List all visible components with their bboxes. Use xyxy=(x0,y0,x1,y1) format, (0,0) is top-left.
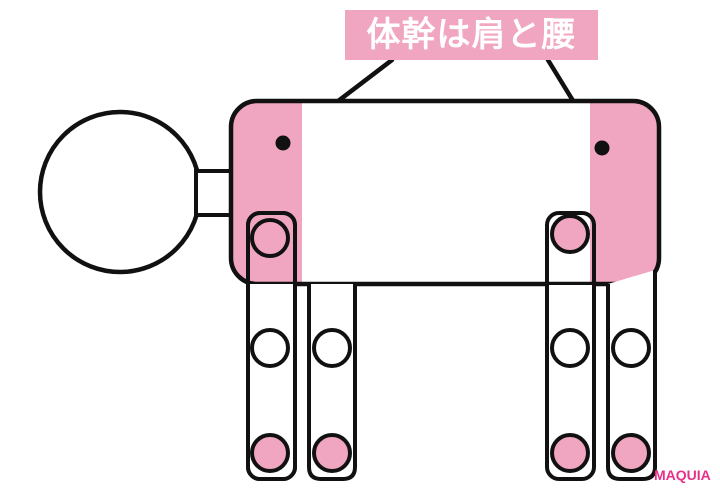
joint-white xyxy=(312,328,352,368)
joint-white xyxy=(611,328,651,368)
title-label: 体幹は肩と腰 xyxy=(345,10,598,60)
joint-pink xyxy=(550,214,590,254)
hip-zone xyxy=(590,101,659,284)
leg-front-inner xyxy=(307,284,357,481)
leg-rear-outer xyxy=(606,270,657,481)
head-circle xyxy=(37,109,203,275)
joint-pink xyxy=(250,433,290,473)
hip-marker xyxy=(594,140,610,156)
neck xyxy=(194,169,236,217)
title-text: 体幹は肩と腰 xyxy=(366,15,577,55)
leg-front-outer xyxy=(246,211,297,481)
trunk-outline xyxy=(228,98,662,287)
leg-rear-inner xyxy=(545,211,596,481)
maquia-logo: MAQUIA xyxy=(654,467,711,483)
joint-pink xyxy=(611,433,651,473)
joint-pink xyxy=(250,218,290,258)
joint-pink xyxy=(312,433,352,473)
joint-white xyxy=(550,328,590,368)
shoulder-marker xyxy=(275,135,291,151)
joint-pink xyxy=(550,433,590,473)
joint-white xyxy=(250,328,290,368)
